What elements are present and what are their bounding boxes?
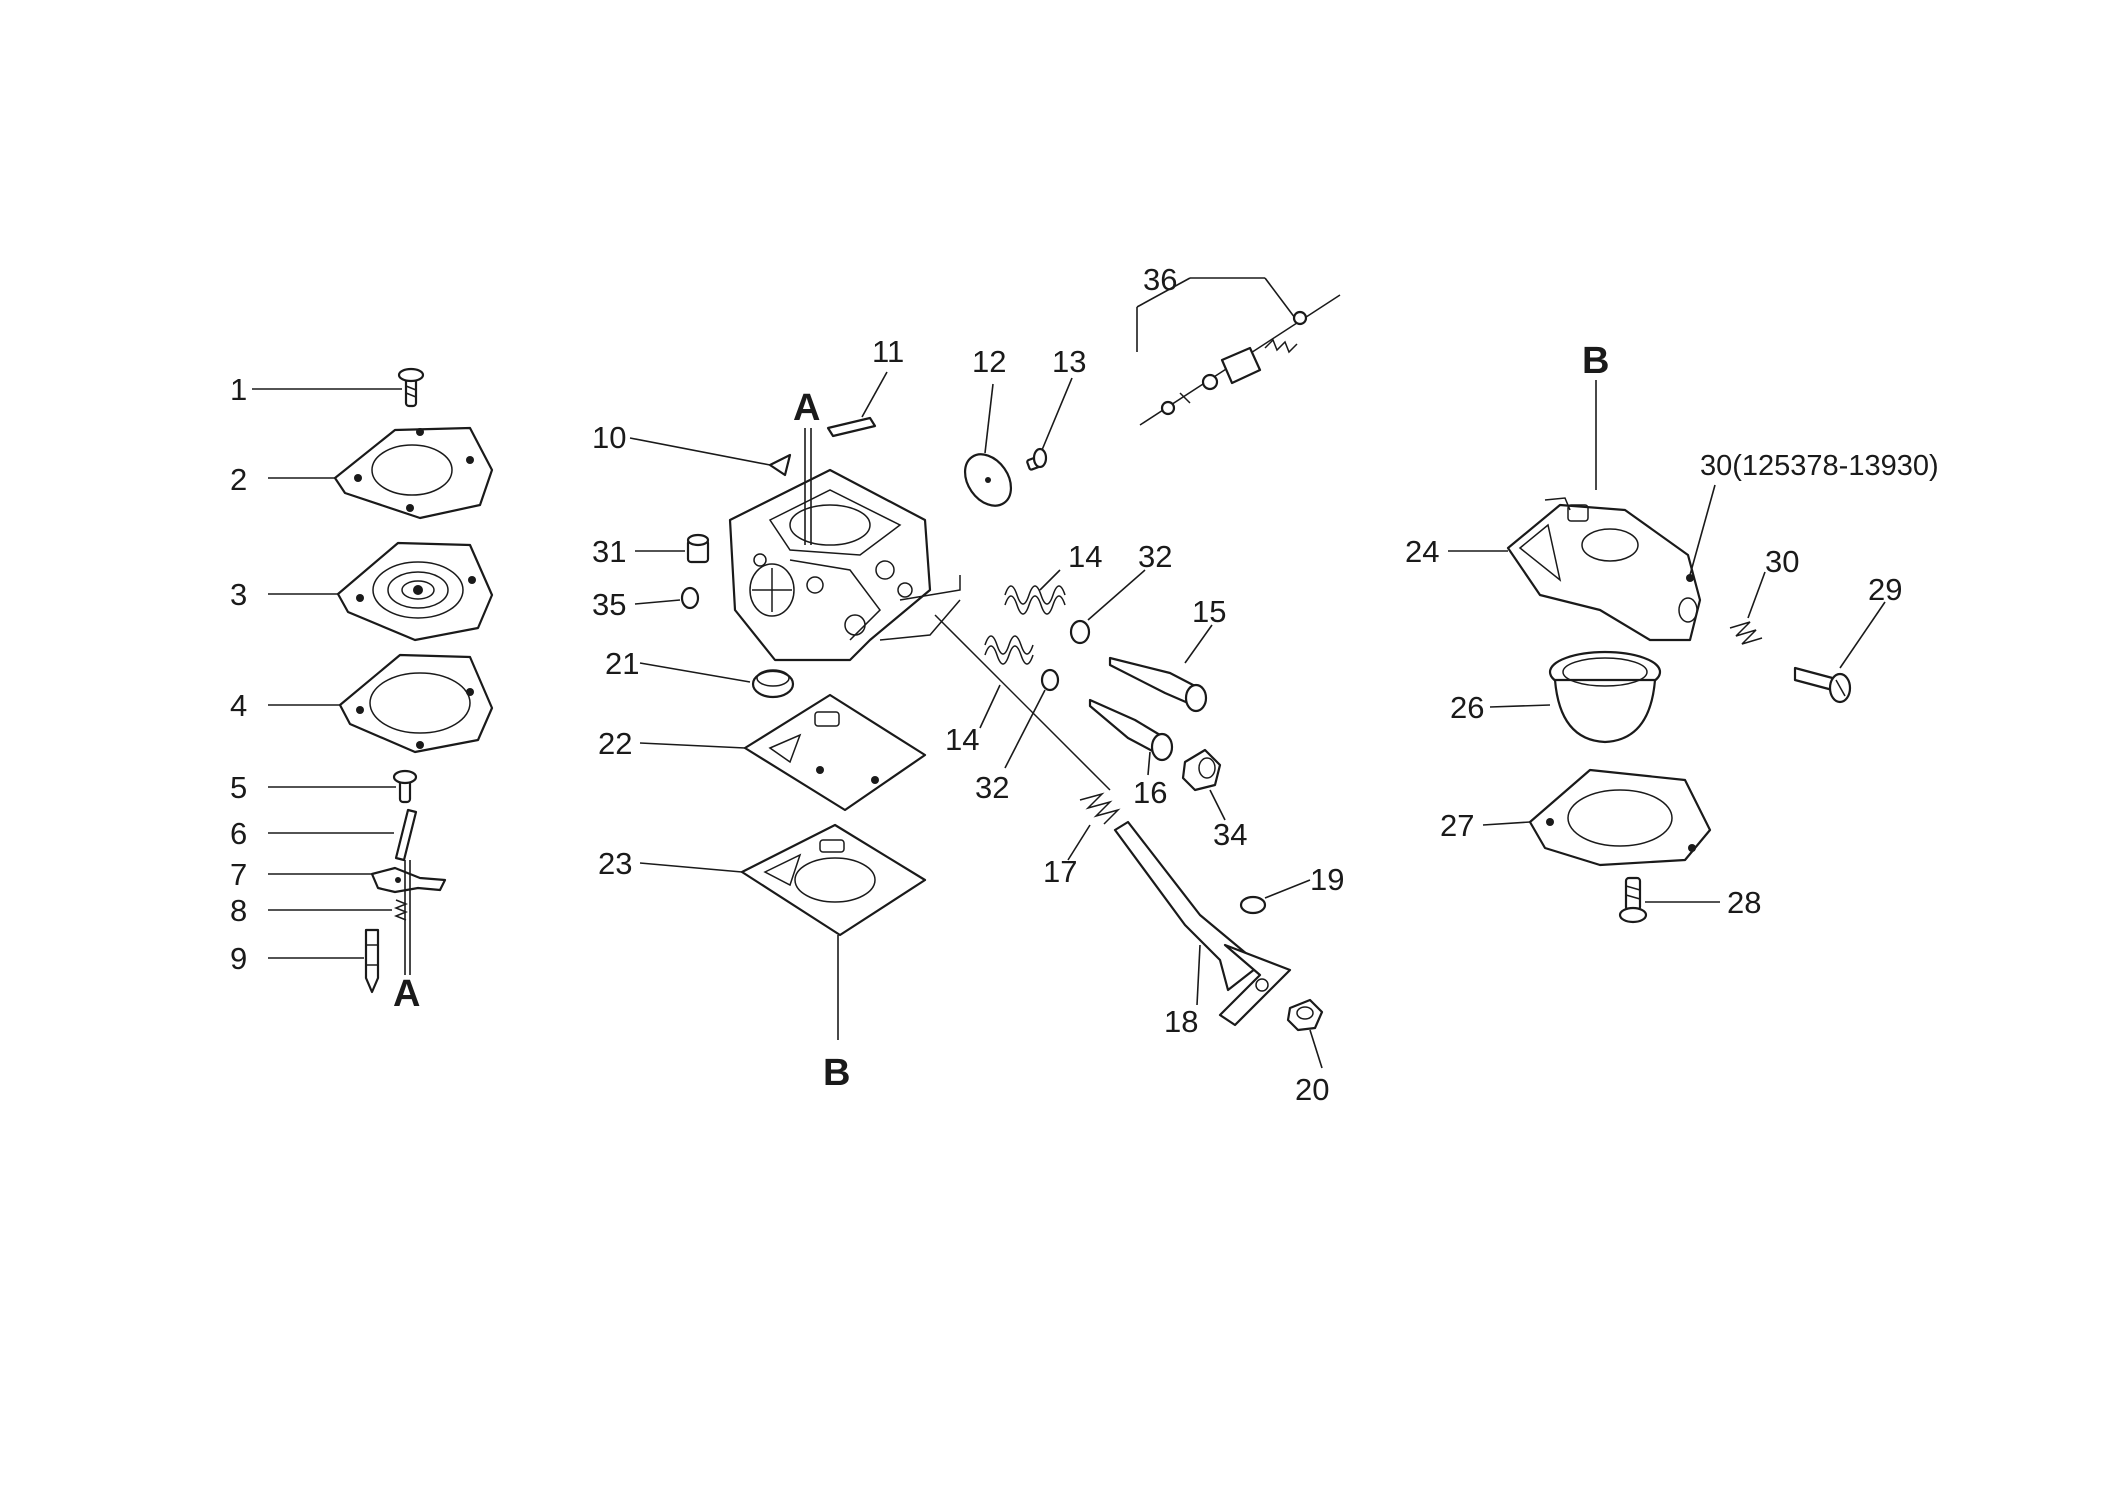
label-26: 26 (1450, 690, 1484, 725)
part-28-screw: 28 (1618, 876, 1761, 924)
part-29-screw: 29 (1793, 572, 1902, 704)
part-14-spring-upper: 14 (1004, 539, 1102, 615)
part-15-needle: 15 (1108, 594, 1226, 713)
part-31-plug: 31 (592, 533, 710, 569)
label-29: 29 (1868, 572, 1902, 607)
part-5-screw: 5 (230, 769, 418, 805)
label-15: 15 (1192, 594, 1226, 629)
label-9: 9 (230, 941, 247, 976)
label-1: 1 (230, 372, 247, 407)
label-18: 18 (1164, 1004, 1198, 1039)
ref-a-left: A (393, 973, 420, 1015)
part-12-throttle-valve: 12 (963, 344, 1013, 507)
label-31: 31 (592, 534, 626, 569)
part-carburetor-body (728, 468, 961, 662)
part-10-clip: 10 (592, 420, 792, 477)
ref-b-right: B (1582, 340, 1609, 382)
label-2: 2 (230, 462, 247, 497)
part-35-o-ring: 35 (592, 586, 700, 622)
part-16-needle: 16 (1088, 698, 1174, 810)
part-36-pump-kit: 36 (1136, 262, 1341, 426)
label-6: 6 (230, 816, 247, 851)
part-30-part-number: 30(125378-13930) (1689, 450, 1939, 576)
part-6-pin: 6 (230, 808, 418, 862)
label-14a: 14 (1068, 539, 1102, 574)
label-12: 12 (972, 344, 1006, 379)
label-7: 7 (230, 857, 247, 892)
part-13-screw: 13 (1026, 344, 1086, 471)
label-14b: 14 (945, 722, 979, 757)
label-24: 24 (1405, 534, 1439, 569)
label-23: 23 (598, 846, 632, 881)
label-34: 34 (1213, 817, 1247, 852)
label-4: 4 (230, 688, 247, 723)
label-21: 21 (605, 646, 639, 681)
part-9-needle: 9 (230, 928, 380, 994)
part-4-gasket: 4 (230, 653, 494, 754)
part-27-primer-cover: 27 (1440, 768, 1712, 867)
label-17: 17 (1043, 854, 1077, 889)
label-10: 10 (592, 420, 626, 455)
part-26-primer-bulb: 26 (1450, 650, 1662, 744)
part-7-lever: 7 (230, 857, 447, 894)
label-3: 3 (230, 577, 247, 612)
label-13: 13 (1052, 344, 1086, 379)
label-11: 11 (872, 334, 904, 369)
part-22-metering-plate: 22 (598, 693, 927, 812)
label-22: 22 (598, 726, 632, 761)
label-32b: 32 (975, 770, 1009, 805)
part-24-pump-body: 24 (1405, 497, 1702, 642)
part-34-cap: 34 (1181, 748, 1247, 852)
part-30-spring: 30 (1729, 544, 1799, 645)
part-23-gasket: 23 (598, 823, 927, 937)
label-19: 19 (1310, 862, 1344, 897)
part-3-pump-diaphragm: 3 (230, 541, 494, 642)
label-30: 30 (1765, 544, 1799, 579)
label-30b: 30(125378-13930) (1700, 450, 1939, 482)
part-11-shaft: 11 (826, 334, 904, 438)
label-35: 35 (592, 587, 626, 622)
part-32-o-ring-upper: 32 (1069, 539, 1172, 645)
label-32a: 32 (1138, 539, 1172, 574)
part-2-pump-cover: 2 (230, 426, 494, 520)
label-36: 36 (1143, 262, 1177, 297)
label-16: 16 (1133, 775, 1167, 810)
part-19-clip: 19 (1239, 862, 1344, 915)
part-18-throttle-lever: 18 (1113, 820, 1292, 1039)
label-5: 5 (230, 770, 247, 805)
part-14-spring-lower: 14 (945, 635, 1034, 757)
ref-a-top: A (793, 387, 820, 429)
ref-b-bottom: B (823, 1052, 850, 1094)
part-32-o-ring-lower: 32 (975, 668, 1060, 805)
label-8: 8 (230, 893, 247, 928)
part-1-screw: 1 (230, 367, 425, 408)
part-8-spring: 8 (230, 893, 409, 928)
part-21-filter: 21 (605, 646, 795, 699)
part-17-spring: 17 (934, 614, 1121, 889)
label-20: 20 (1295, 1072, 1329, 1107)
label-28: 28 (1727, 885, 1761, 920)
part-20-nut: 20 (1286, 998, 1329, 1107)
label-27: 27 (1440, 808, 1474, 843)
